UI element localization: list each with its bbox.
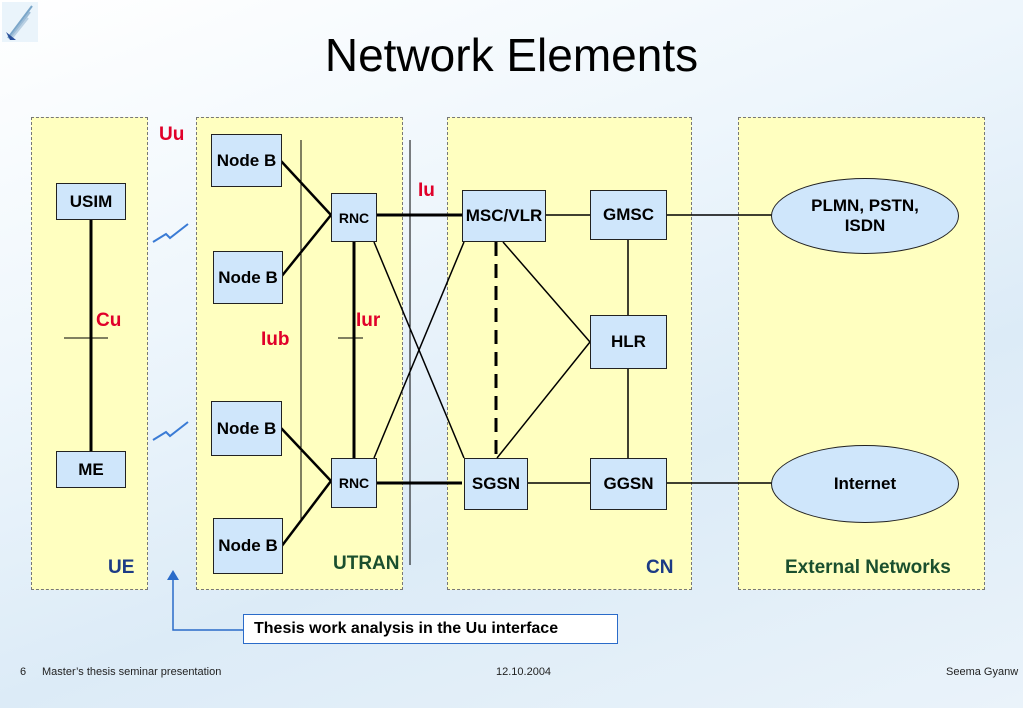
node-b-1: Node B (211, 134, 282, 187)
uu-label: Uu (159, 124, 185, 145)
callout-arrow (172, 578, 243, 631)
rnc-2: RNC (331, 458, 377, 508)
node-b-2: Node B (213, 251, 283, 304)
footer-left-text: Master’s thesis seminar presentation (42, 666, 222, 678)
iu-label: Iu (418, 180, 435, 201)
gmsc-box: GMSC (590, 190, 667, 240)
hlr-box: HLR (590, 315, 667, 369)
usim-box: USIM (56, 183, 126, 220)
radio-link-1 (152, 223, 189, 243)
footer-date: 12.10.2004 (496, 666, 552, 678)
ue-zone-label: UE (108, 557, 135, 578)
thesis-callout: Thesis work analysis in the Uu interface (243, 614, 618, 644)
external-networks-zone-label: External Networks (785, 557, 951, 578)
rnc-1: RNC (331, 193, 377, 242)
sgsn-box: SGSN (464, 458, 528, 510)
plmn-pstn-isdn-ellipse: PLMN, PSTN, ISDN (771, 178, 959, 254)
node-b-4: Node B (213, 518, 283, 574)
internet-ellipse: Internet (771, 445, 959, 523)
iur-label: Iur (356, 310, 381, 331)
node-b-3: Node B (211, 401, 282, 456)
footer-page-number: 6 (20, 666, 27, 678)
msc-vlr-box: MSC/VLR (462, 190, 546, 242)
utran-zone-label: UTRAN (333, 553, 400, 574)
logo-icon (2, 2, 38, 42)
page-title: Network Elements (324, 29, 699, 81)
cu-label: Cu (96, 310, 122, 331)
ggsn-box: GGSN (590, 458, 667, 510)
cn-zone-label: CN (646, 557, 674, 578)
radio-link-2 (152, 421, 189, 441)
me-box: ME (56, 451, 126, 488)
iub-label: Iub (261, 329, 290, 350)
footer-author: Seema Gyanw (946, 666, 1019, 678)
